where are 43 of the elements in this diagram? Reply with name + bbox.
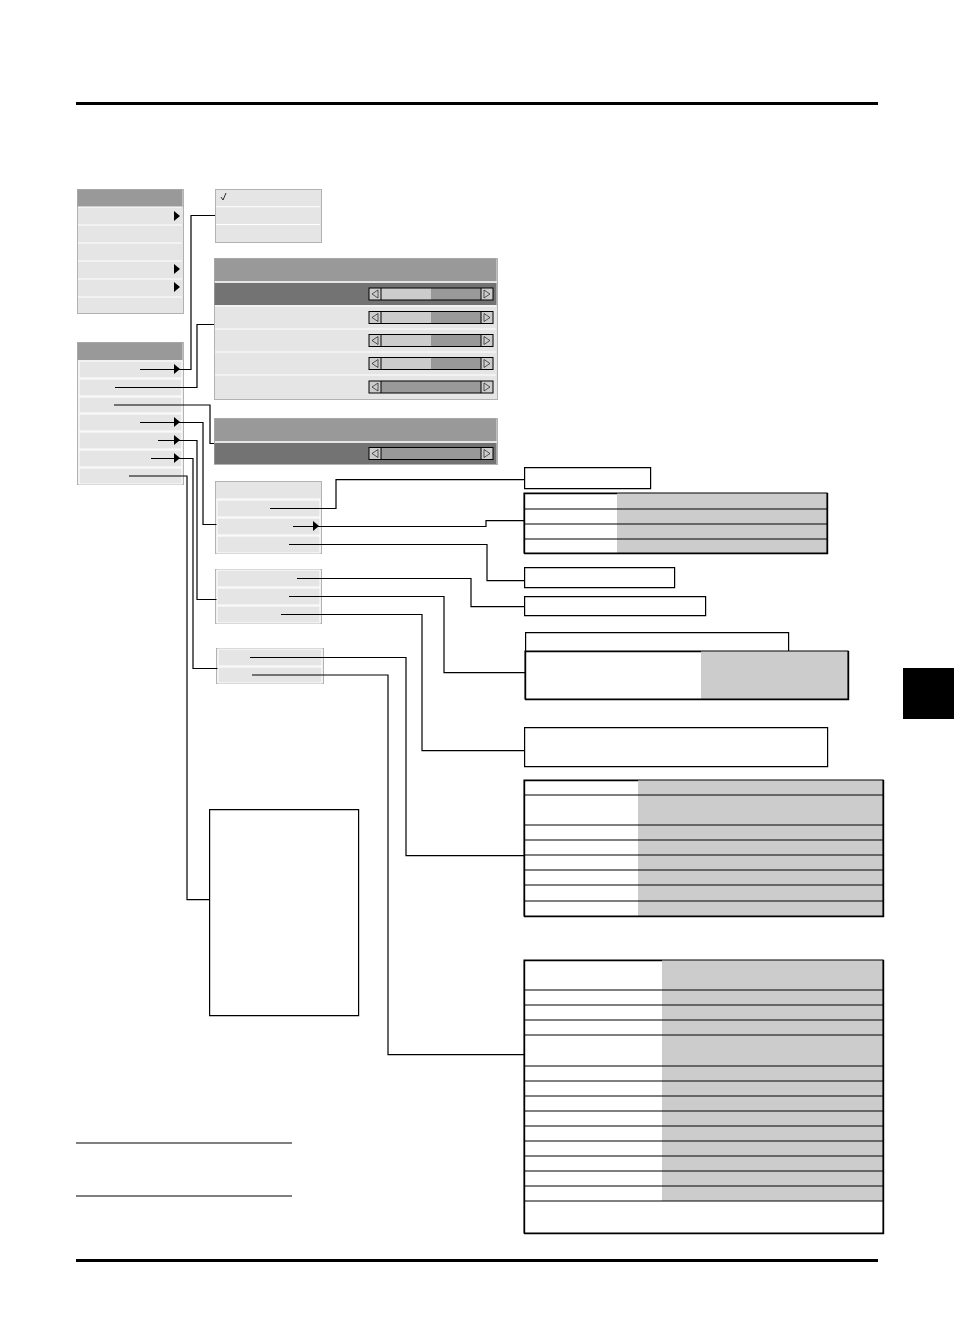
menu-item bbox=[216, 499, 321, 518]
connector-line bbox=[251, 674, 525, 1056]
info-box bbox=[525, 632, 790, 653]
connector-line bbox=[139, 421, 218, 526]
checklist-panel bbox=[215, 189, 322, 243]
slider-panel bbox=[214, 258, 498, 400]
connector-line bbox=[128, 475, 210, 901]
connector-line bbox=[296, 577, 525, 608]
connector-line bbox=[114, 323, 215, 389]
info-box bbox=[524, 596, 707, 617]
info-box bbox=[524, 567, 676, 589]
connector-line bbox=[269, 479, 525, 510]
slider-panel bbox=[214, 418, 498, 465]
menu-item bbox=[78, 467, 183, 485]
connector-line bbox=[249, 656, 525, 857]
connector-line bbox=[157, 439, 218, 601]
table bbox=[523, 779, 885, 918]
menu-item bbox=[78, 431, 183, 450]
menu-item bbox=[217, 648, 323, 667]
info-box bbox=[209, 809, 360, 1017]
menu-item bbox=[216, 587, 321, 606]
connector-line bbox=[292, 520, 525, 528]
connector-line bbox=[150, 457, 219, 670]
menu-item bbox=[78, 378, 183, 397]
table bbox=[523, 959, 885, 1235]
menu-item bbox=[216, 605, 321, 624]
connector-line bbox=[139, 214, 216, 371]
table bbox=[523, 492, 829, 555]
menu-item bbox=[216, 517, 321, 536]
connector-line bbox=[280, 613, 525, 752]
menu-item bbox=[78, 360, 183, 379]
menu-item bbox=[216, 535, 321, 554]
menu-item bbox=[78, 413, 183, 432]
connector-line bbox=[113, 404, 215, 445]
menu-item bbox=[78, 449, 183, 468]
menu-item bbox=[217, 666, 323, 684]
menu-item bbox=[216, 569, 321, 588]
menu-item bbox=[78, 396, 183, 414]
menu-panel bbox=[77, 189, 184, 314]
info-box bbox=[524, 467, 652, 490]
info-box bbox=[524, 727, 829, 768]
connector-line bbox=[288, 543, 525, 582]
connector-line bbox=[288, 595, 526, 674]
